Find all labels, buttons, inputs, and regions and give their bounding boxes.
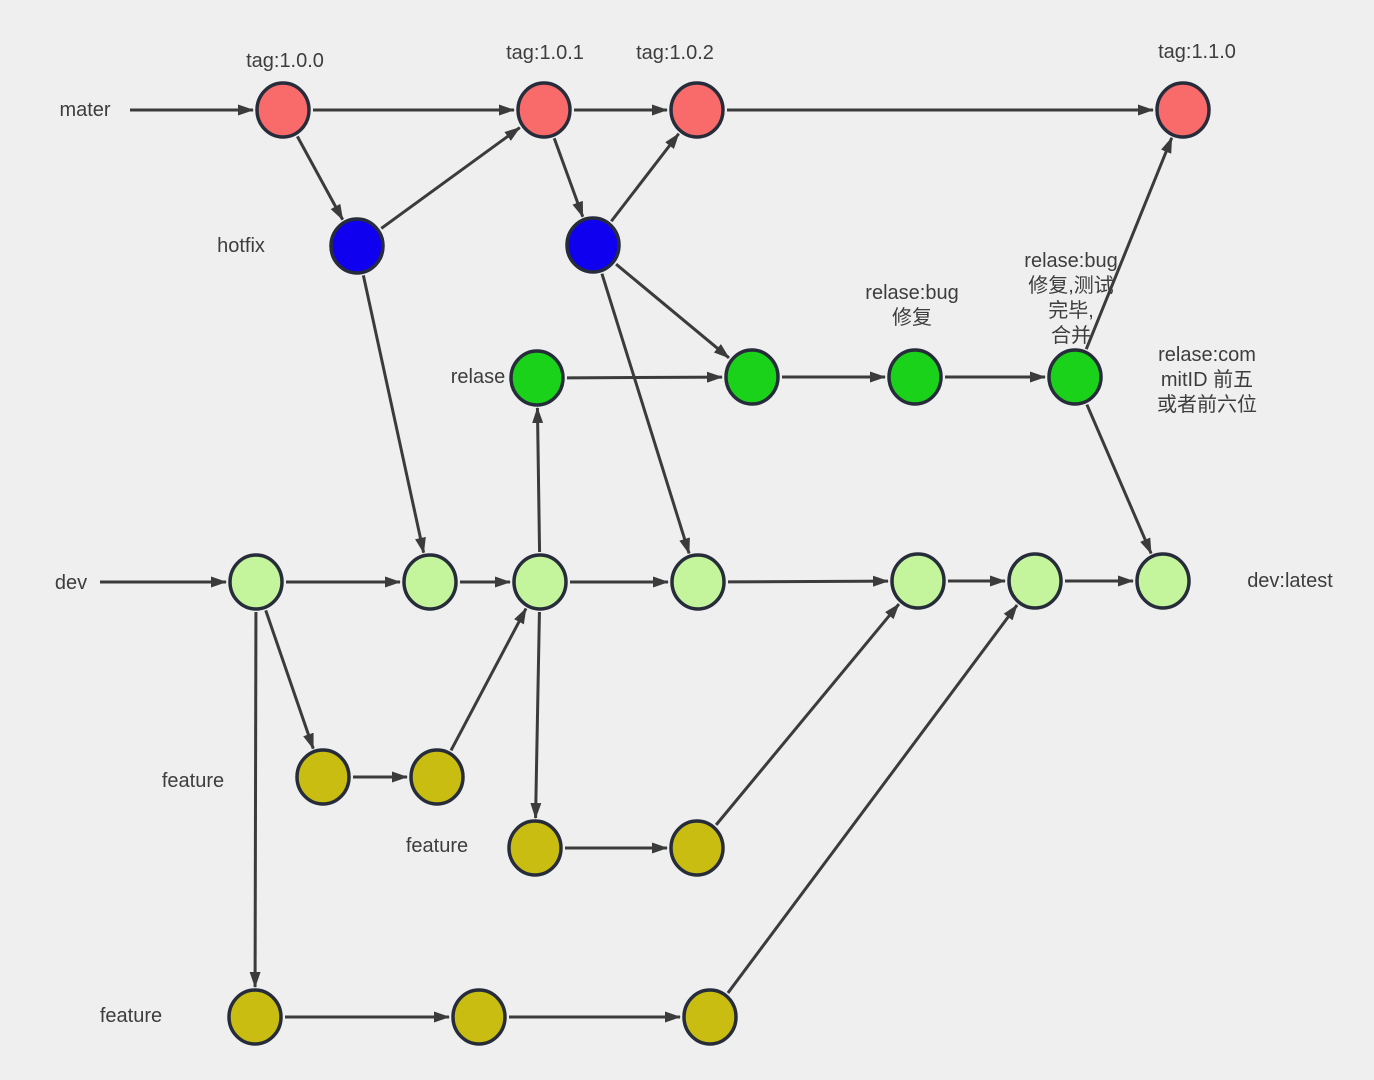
release-commit-node-r3: [887, 348, 943, 406]
edge-r4-to-m4: [1084, 136, 1174, 350]
edge-m1-to-h1: [296, 135, 344, 221]
label-relase: relase: [451, 366, 505, 388]
hotfix-commit-node-h1: [329, 217, 385, 275]
label-feature-c: feature: [100, 1005, 162, 1027]
release-commit-node-r4: [1047, 348, 1103, 406]
release-commit-node-r1: [509, 349, 565, 407]
edge-d1-to-fa1: [264, 609, 315, 750]
label-mater: mater: [59, 99, 110, 121]
edge-r1-to-r2: [566, 371, 724, 383]
dev-commit-node-d1: [228, 553, 284, 611]
label-tag-1-0-1: tag:1.0.1: [506, 42, 584, 64]
label-tag-1-1-0: tag:1.1.0: [1158, 41, 1236, 63]
edge-d3-to-r1: [532, 406, 544, 553]
feature-commit-node-fb2: [669, 819, 725, 877]
feature-commit-node-fa2: [409, 748, 465, 806]
hotfix-commit-node-h2: [565, 216, 621, 274]
label-feature-b: feature: [406, 835, 468, 857]
label-feature-a: feature: [162, 770, 224, 792]
edge-d1-to-fc1: [249, 611, 261, 989]
edge-h1-to-m2: [380, 126, 521, 230]
edge-h2-to-r2: [615, 263, 730, 359]
label-dev: dev: [55, 572, 87, 594]
edge-h2-to-d4: [600, 273, 691, 555]
edge-h1-to-d2: [361, 274, 426, 554]
feature-commit-node-fb1: [507, 819, 563, 877]
label-hotfix: hotfix: [217, 235, 265, 257]
feature-commit-node-fc3: [682, 988, 738, 1046]
edge-d4-to-d5: [727, 575, 890, 587]
edge-fc3-to-d6: [726, 604, 1019, 994]
dev-commit-node-d7: [1135, 552, 1191, 610]
dev-commit-node-d5: [890, 552, 946, 610]
edge-h2-to-m3: [610, 132, 680, 223]
edges-layer: [100, 104, 1174, 1023]
feature-commit-node-fc1: [227, 988, 283, 1046]
edge-fa2-to-d3: [449, 607, 528, 752]
label-tag-1-0-2: tag:1.0.2: [636, 42, 714, 64]
master-commit-node-m4: [1155, 81, 1211, 139]
nodes-layer: [227, 81, 1211, 1046]
labels-layer: mater tag:1.0.0 tag:1.0.1 tag:1.0.2 tag:1.1.…: [55, 41, 1333, 1027]
master-commit-node-m3: [669, 81, 725, 139]
release-commit-node-r2: [724, 348, 780, 406]
edge-d3-to-fb1: [530, 611, 542, 820]
master-commit-node-m1: [255, 81, 311, 139]
edge-fb2-to-d5: [714, 603, 901, 826]
master-commit-node-m2: [516, 81, 572, 139]
dev-commit-node-d4: [670, 553, 726, 611]
label-dev-latest: dev:latest: [1247, 570, 1333, 592]
label-tag-1-0-0: tag:1.0.0: [246, 50, 324, 72]
feature-commit-node-fa1: [295, 748, 351, 806]
dev-commit-node-d3: [512, 553, 568, 611]
dev-commit-node-d2: [402, 553, 458, 611]
dev-commit-node-d6: [1007, 552, 1063, 610]
edge-m2-to-h2: [552, 137, 585, 218]
feature-commit-node-fc2: [451, 988, 507, 1046]
edge-r4-to-d7: [1085, 403, 1153, 555]
